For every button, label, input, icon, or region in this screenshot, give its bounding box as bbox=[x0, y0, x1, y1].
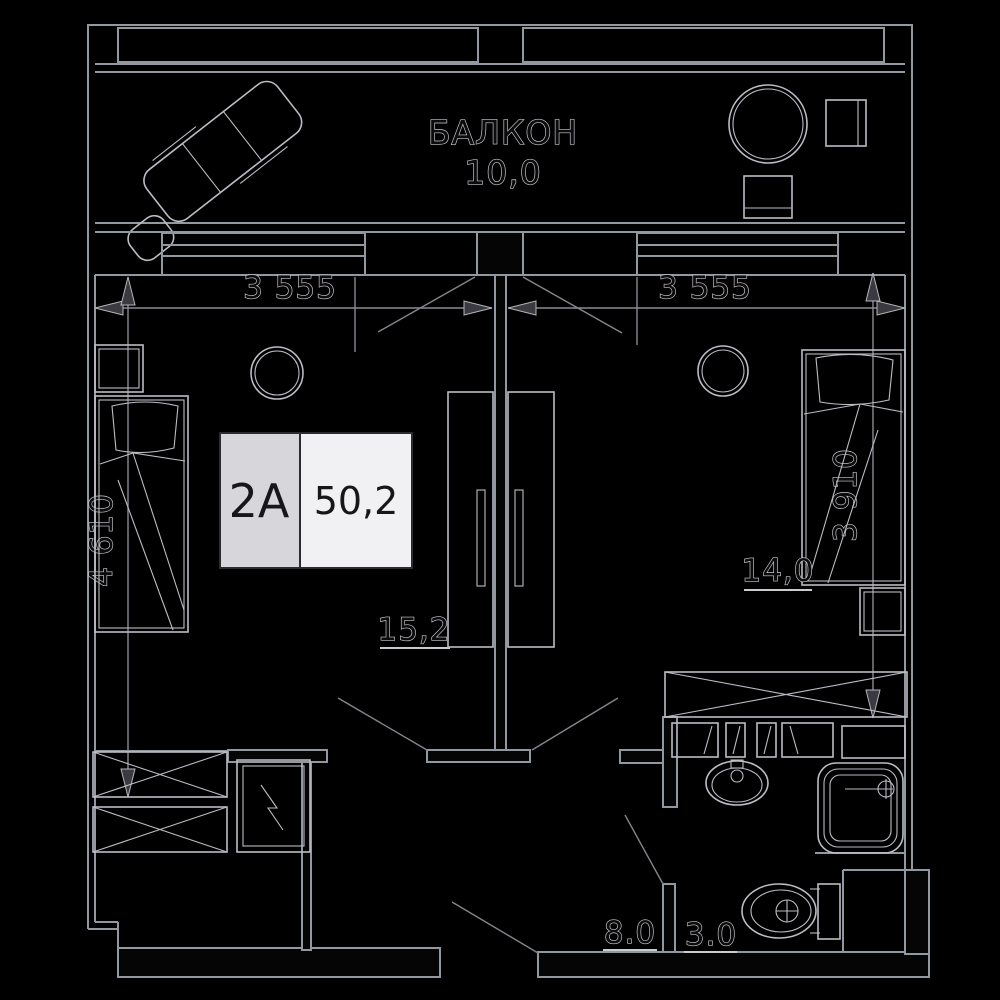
dim-width-left: 3 555 bbox=[243, 270, 337, 306]
hallway: 8.0 bbox=[603, 914, 657, 952]
room-area-label-left: 15,2 bbox=[377, 611, 450, 649]
side-table-left bbox=[250, 346, 304, 400]
bottom-wall-right bbox=[537, 951, 930, 978]
wardrobe-left bbox=[447, 391, 494, 648]
bathroom: 3.0 bbox=[664, 671, 908, 954]
balcony-label: БАЛКОН bbox=[428, 113, 578, 152]
bathroom-wall bbox=[662, 716, 678, 808]
interior-walls bbox=[95, 274, 678, 954]
dimension-lines: 3 555 3 555 4 610 3 910 bbox=[83, 269, 906, 798]
side-table-right bbox=[697, 345, 749, 397]
svg-text:3.0: 3.0 bbox=[685, 917, 737, 953]
crossed-wardrobe-2 bbox=[92, 806, 228, 853]
doorway-pier bbox=[426, 749, 531, 763]
sink bbox=[705, 759, 769, 806]
window-left bbox=[161, 232, 366, 276]
bedroom-right: 14,0 bbox=[697, 345, 906, 636]
nightstand-right bbox=[859, 587, 906, 636]
bedroom-left: 15,2 bbox=[94, 344, 450, 649]
storage-left-bottom bbox=[92, 751, 311, 853]
room-area-label-hallway: 8.0 bbox=[603, 914, 657, 952]
lounge-chair bbox=[127, 80, 303, 262]
door-swing-bedroom-left bbox=[337, 697, 428, 751]
svg-text:14,0: 14,0 bbox=[741, 553, 814, 589]
door-swing-bathroom bbox=[624, 814, 664, 885]
bed-left bbox=[94, 395, 189, 633]
door-swing-entry bbox=[451, 901, 539, 954]
bottom-wall-left bbox=[117, 947, 441, 978]
closet-small bbox=[94, 344, 144, 393]
wardrobe-right bbox=[507, 391, 555, 648]
balcony-door-swing-left bbox=[377, 276, 476, 333]
balcony-area-label: 10,0 bbox=[464, 153, 541, 192]
dim-width-right: 3 555 bbox=[658, 270, 752, 306]
toilet bbox=[741, 883, 841, 940]
balcony-stool-right bbox=[825, 99, 867, 147]
svg-text:8.0: 8.0 bbox=[604, 915, 656, 951]
door-swing-bedroom-right bbox=[531, 697, 619, 751]
unit-total-area: 50,2 bbox=[314, 479, 399, 523]
svg-text:15,2: 15,2 bbox=[377, 612, 450, 648]
pillow bbox=[815, 353, 894, 406]
unit-number: 2A bbox=[229, 474, 290, 528]
vanity-drawers bbox=[671, 722, 906, 759]
room-area-label-bathroom: 3.0 bbox=[684, 916, 737, 954]
balcony-door-swing-right bbox=[522, 276, 623, 334]
wardrobes bbox=[447, 391, 555, 648]
center-pier bbox=[476, 231, 524, 276]
crossed-wardrobe-1 bbox=[92, 751, 228, 798]
corridor-partition bbox=[301, 761, 312, 951]
shower-tray bbox=[817, 762, 904, 854]
bed-right bbox=[801, 349, 906, 586]
pillow bbox=[111, 401, 179, 454]
balcony-railing-right bbox=[522, 27, 885, 63]
right-step-wall bbox=[904, 869, 930, 955]
counter bbox=[841, 725, 906, 759]
balcony-railing-left bbox=[117, 27, 479, 63]
balcony-stool-bottom bbox=[743, 175, 793, 219]
balcony-round-table bbox=[728, 84, 808, 164]
balcony: БАЛКОН 10,0 bbox=[87, 24, 913, 262]
window-right bbox=[636, 232, 839, 276]
lightning-icon bbox=[260, 784, 284, 831]
crossed-cabinet bbox=[664, 671, 908, 718]
dim-height-left: 4 610 bbox=[84, 493, 120, 587]
electrical-panel bbox=[236, 759, 311, 853]
room-area-label-right: 14,0 bbox=[741, 552, 814, 591]
unit-label-box: 2A 50,2 bbox=[219, 432, 413, 569]
center-partition bbox=[494, 274, 507, 751]
facade-windows bbox=[95, 231, 905, 334]
